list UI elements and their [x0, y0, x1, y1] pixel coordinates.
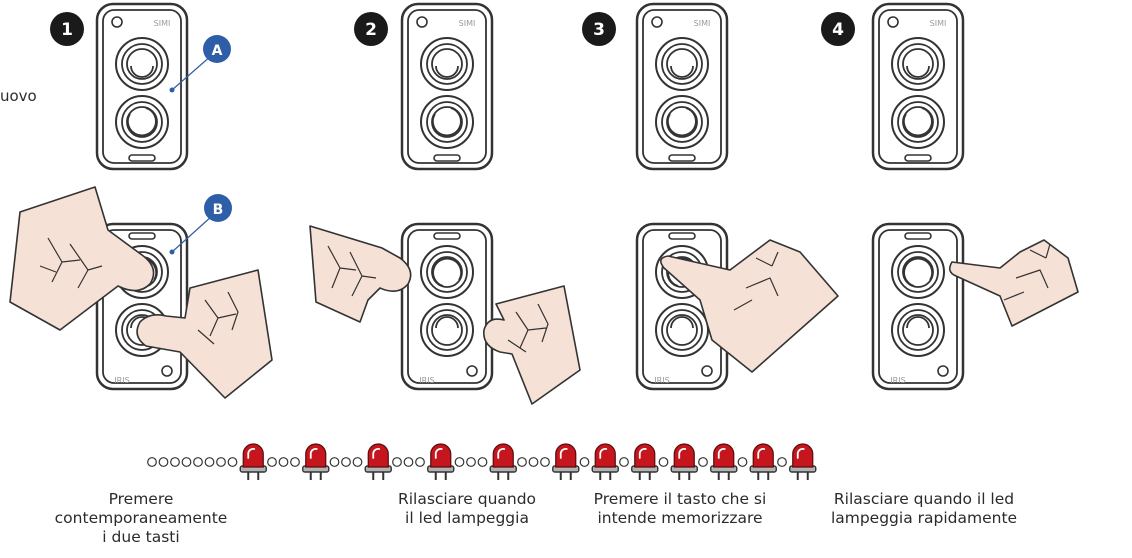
led-off-dot [540, 457, 550, 467]
led-off-dot [403, 457, 414, 467]
remote-brand-label: SIMI [930, 19, 947, 28]
hand-step4 [948, 239, 1079, 327]
led-off-dot [415, 457, 425, 467]
led-blink [591, 443, 620, 481]
led-off-dot [698, 457, 708, 467]
led-blink [364, 443, 393, 481]
led-sequence [147, 443, 817, 481]
led-off-dot [329, 457, 340, 467]
led-off-dot [477, 457, 488, 467]
step-badge-3: 3 [582, 12, 616, 46]
caption-step4: Rilasciare quando il led lampeggia rapid… [806, 490, 1042, 528]
step-badge-4: 4 [821, 12, 855, 46]
led-blink [551, 443, 580, 481]
remote-top-3: SIMI [635, 2, 729, 171]
svg-text:2: 2 [365, 20, 377, 40]
hand-left-step2 [309, 225, 412, 323]
led-off-dot [454, 457, 465, 467]
caption-line: contemporaneamente [54, 509, 228, 527]
led-blink [239, 443, 268, 481]
led-off-dot [267, 457, 277, 467]
remote-brand-label: SIMI [459, 19, 476, 28]
led-off-dot [737, 457, 748, 467]
led-off-dot [777, 457, 787, 467]
hand-right-step1 [136, 269, 273, 399]
remote-brand-label: SIMI [694, 19, 711, 28]
led-off-dot [517, 457, 527, 467]
caption-line: i due tasti [102, 528, 180, 546]
led-blink [749, 443, 778, 481]
led-off-dot [392, 457, 402, 467]
led-off-dot [170, 457, 180, 467]
remote-brand-label: SIMI [154, 19, 171, 28]
step-badge-2: 2 [354, 12, 388, 46]
hand-right-step2 [483, 285, 581, 405]
led-blink [426, 443, 455, 481]
svg-text:B: B [213, 202, 224, 218]
led-off-dot [466, 457, 476, 467]
caption-line: Rilasciare quando il led [833, 490, 1015, 508]
remote-top-4: SIMI [871, 2, 965, 171]
caption-line: intende memorizzare [597, 509, 763, 527]
remote-bottom-3: IRIS [635, 222, 729, 391]
led-off-dot [158, 457, 169, 467]
hand-step3 [660, 239, 839, 373]
callout-a: A [169, 35, 231, 93]
led-off-dot [193, 457, 203, 467]
caption-step2: Rilasciare quando il led lampeggia [358, 490, 576, 528]
svg-text:1: 1 [61, 20, 73, 40]
remote-brand-label: IRIS [114, 376, 129, 385]
side-text-fragment: uovo [0, 87, 37, 105]
remote-top-1: SIMI [95, 2, 189, 171]
caption-line: lampeggia rapidamente [830, 509, 1018, 527]
led-off-dot [658, 457, 669, 467]
led-off-dot [352, 457, 363, 467]
led-off-dot [341, 457, 351, 467]
remote-bottom-1: IRIS [95, 222, 189, 391]
remote-top-2: SIMI [400, 2, 494, 171]
caption-step1: Premere contemporaneamente i due tasti [32, 490, 250, 547]
svg-text:3: 3 [593, 20, 605, 40]
led-blink [670, 443, 699, 481]
step-badge-1: 1 [50, 12, 84, 46]
remote-brand-label: IRIS [890, 376, 905, 385]
svg-text:4: 4 [832, 20, 844, 40]
remote-bottom-4: IRIS [871, 222, 965, 391]
led-off-dot [227, 457, 238, 467]
led-blink [489, 443, 518, 481]
led-off-dot [147, 457, 157, 467]
led-off-dot [579, 457, 590, 467]
led-blink [630, 443, 659, 481]
led-blink [709, 443, 738, 481]
svg-text:A: A [212, 43, 223, 59]
caption-line: Premere il tasto che si [593, 490, 767, 508]
caption-line: Premere [108, 490, 174, 508]
led-off-dot [619, 457, 629, 467]
led-off-dot [216, 457, 226, 467]
callout-b: B [169, 194, 232, 255]
caption-line: Rilasciare quando [397, 490, 537, 508]
led-off-dot [290, 457, 300, 467]
led-off-dot [181, 457, 192, 467]
led-off-dot [278, 457, 289, 467]
led-blink [301, 443, 330, 481]
remote-brand-label: IRIS [419, 376, 434, 385]
hand-left-step1 [9, 186, 155, 331]
remote-brand-label: IRIS [654, 376, 669, 385]
caption-line: il led lampeggia [405, 509, 529, 527]
caption-step3: Premere il tasto che si intende memorizz… [562, 490, 798, 528]
remote-bottom-2: IRIS [400, 222, 494, 391]
led-blink [788, 443, 817, 481]
led-off-dot [204, 457, 215, 467]
led-off-dot [528, 457, 539, 467]
